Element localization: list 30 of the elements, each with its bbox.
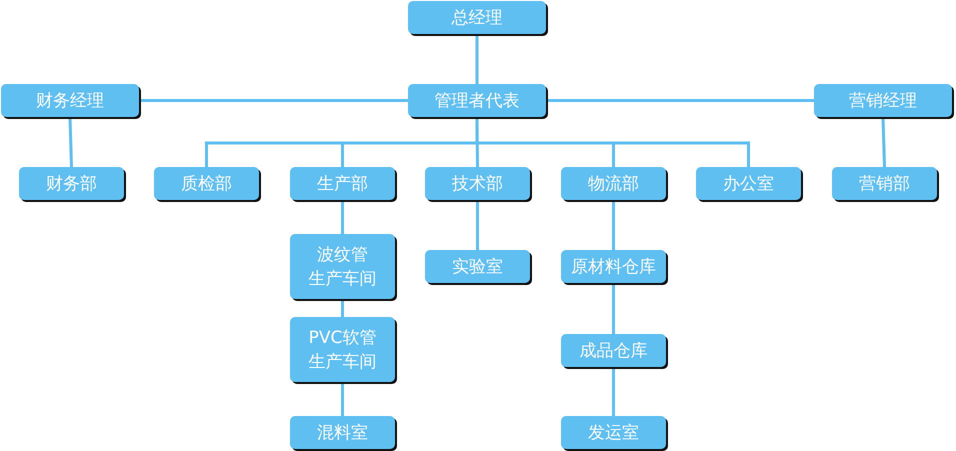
connector-line <box>341 382 344 416</box>
department-box: 原材料仓库 <box>561 250 666 283</box>
department-box: 实验室 <box>425 250 530 283</box>
department-box: 财务经理 <box>1 84 139 117</box>
department-box: 物流部 <box>561 167 666 200</box>
connector-line <box>341 200 344 234</box>
connector-line <box>612 367 615 416</box>
department-box: 生产部 <box>290 167 395 200</box>
connector-line <box>546 99 814 102</box>
department-box: 波纹管生产车间 <box>290 234 395 299</box>
department-box: 技术部 <box>425 167 530 200</box>
department-box: 管理者代表 <box>408 84 546 117</box>
department-box: 质检部 <box>154 167 259 200</box>
department-box: 发运室 <box>561 416 666 449</box>
connector-line <box>612 283 615 334</box>
department-box: 营销部 <box>832 167 937 200</box>
connector-line <box>882 116 886 168</box>
department-box: PVC软管生产车间 <box>290 317 395 382</box>
connector-line <box>612 200 615 250</box>
connector-line <box>68 116 73 168</box>
department-box: 营销经理 <box>814 84 952 117</box>
department-box: 混料室 <box>290 416 395 449</box>
department-box: 办公室 <box>696 167 801 200</box>
connector-line <box>476 200 479 250</box>
connector-line <box>139 99 408 102</box>
department-box: 总经理 <box>408 1 546 34</box>
department-box: 成品仓库 <box>561 334 666 367</box>
department-box: 财务部 <box>19 167 124 200</box>
connector-line <box>476 34 478 84</box>
connector-line <box>341 299 344 317</box>
